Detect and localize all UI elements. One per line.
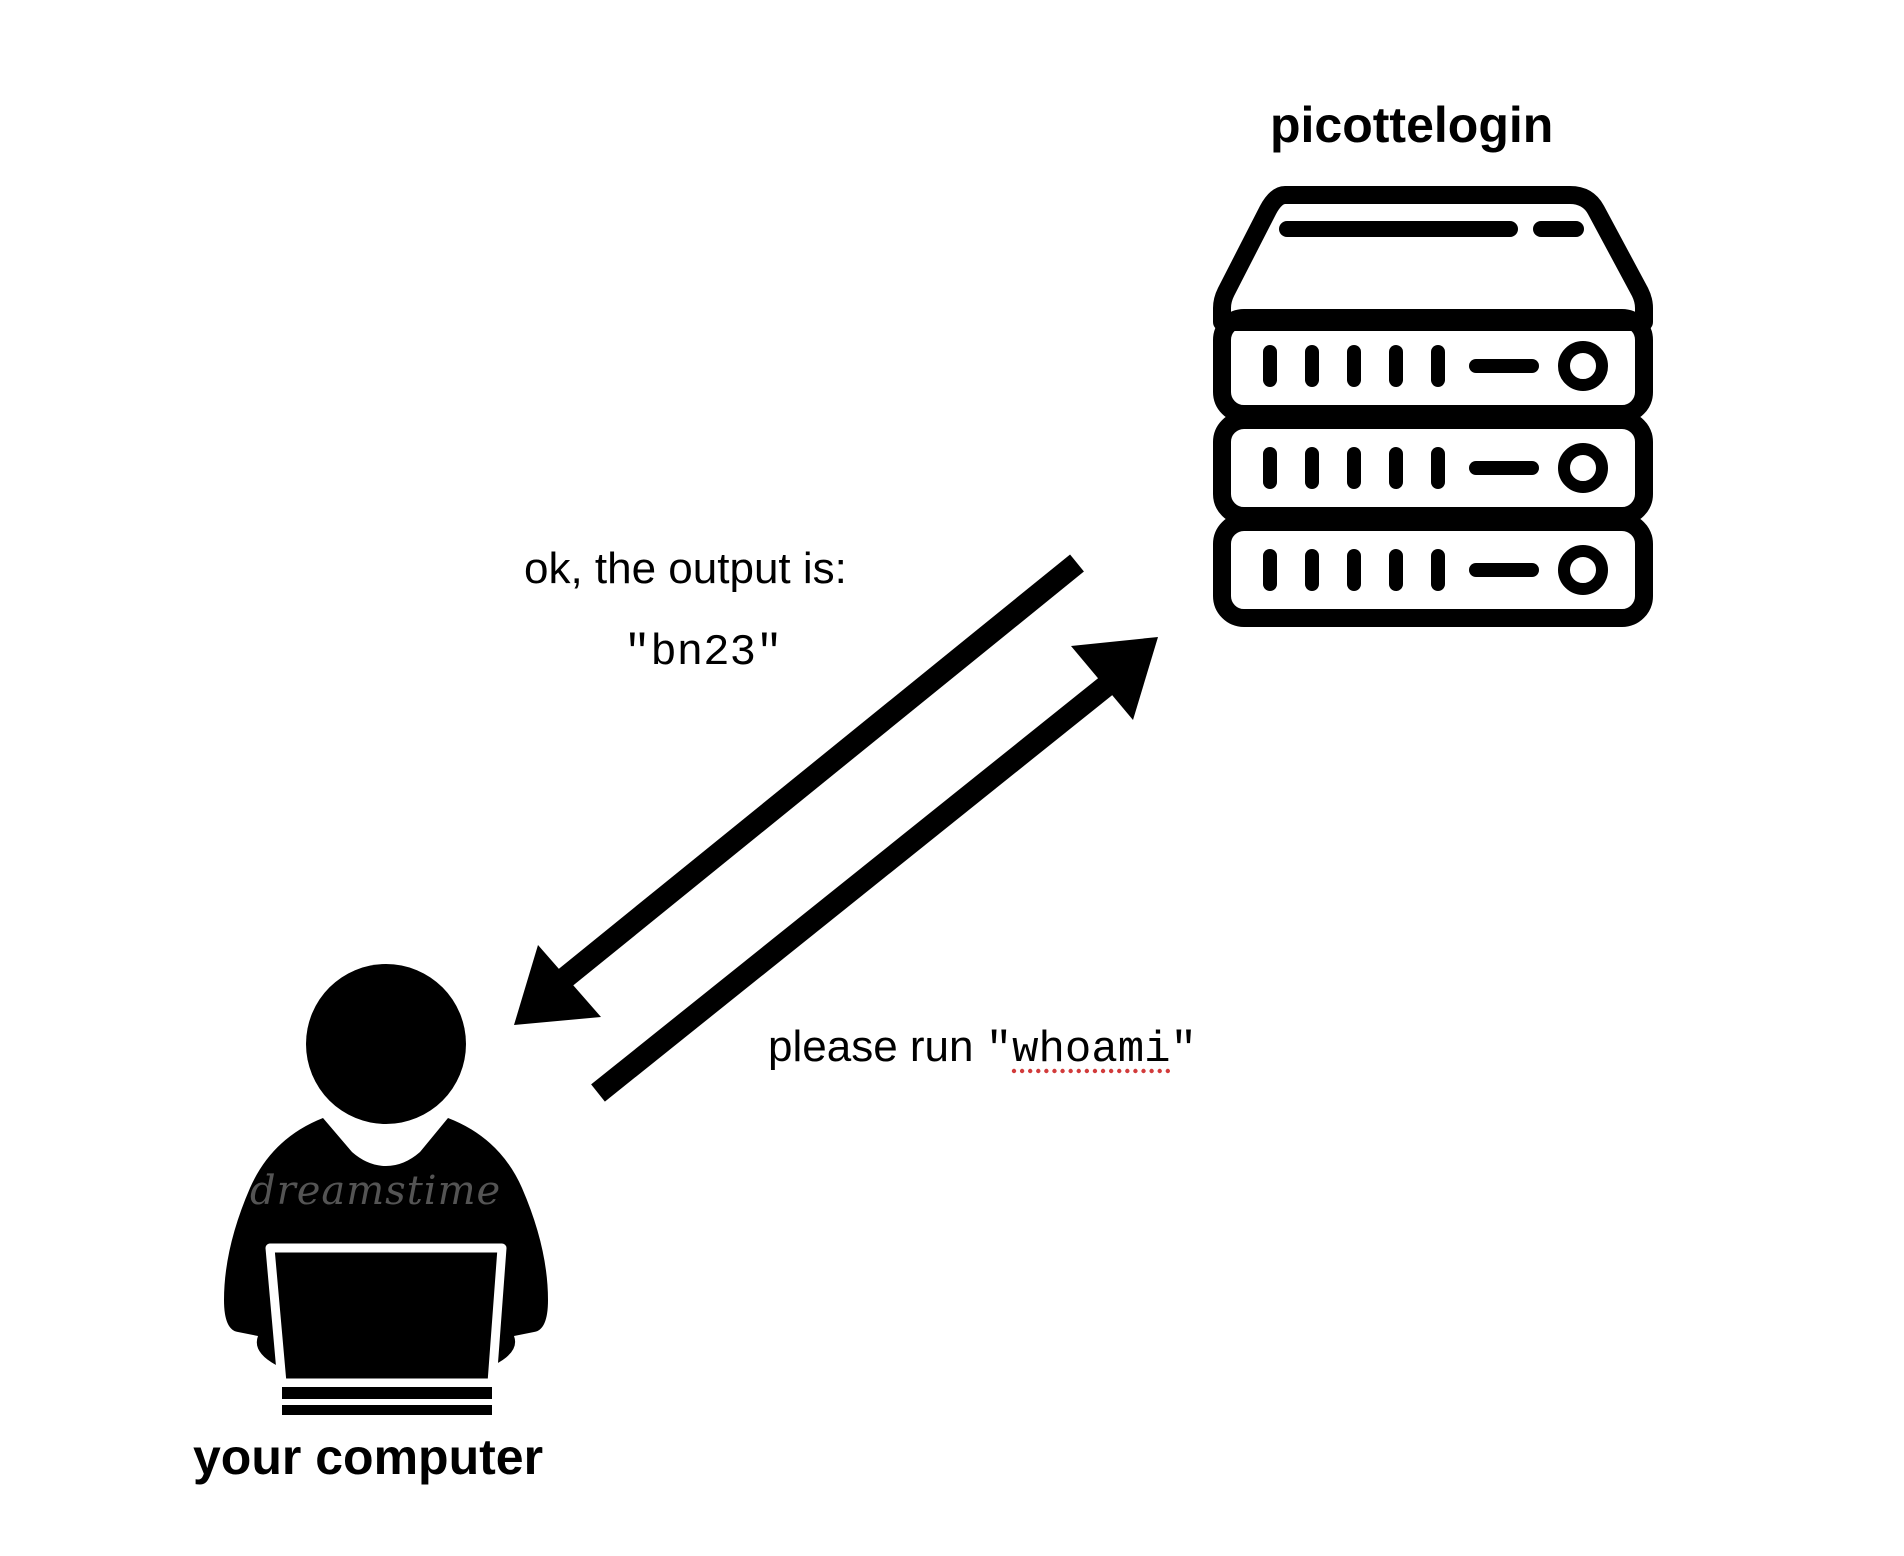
response-value: "bn23" [624,628,783,678]
request-message: please run "whoami" [768,1022,1197,1075]
request-text: please run [768,1022,986,1071]
request-quote-close: " [1170,1025,1197,1075]
request-quote-open: " [985,1025,1013,1075]
server-label: picottelogin [1270,97,1554,153]
client-label: your computer [193,1429,544,1485]
request-arrow [591,637,1158,1102]
person-head-icon [306,964,466,1124]
request-command: whoami [1012,1025,1171,1075]
response-message: ok, the output is: [524,544,847,593]
laptop-icon [265,1243,507,1388]
watermark: dreamstime [250,1168,502,1214]
response-arrow [514,554,1084,1025]
